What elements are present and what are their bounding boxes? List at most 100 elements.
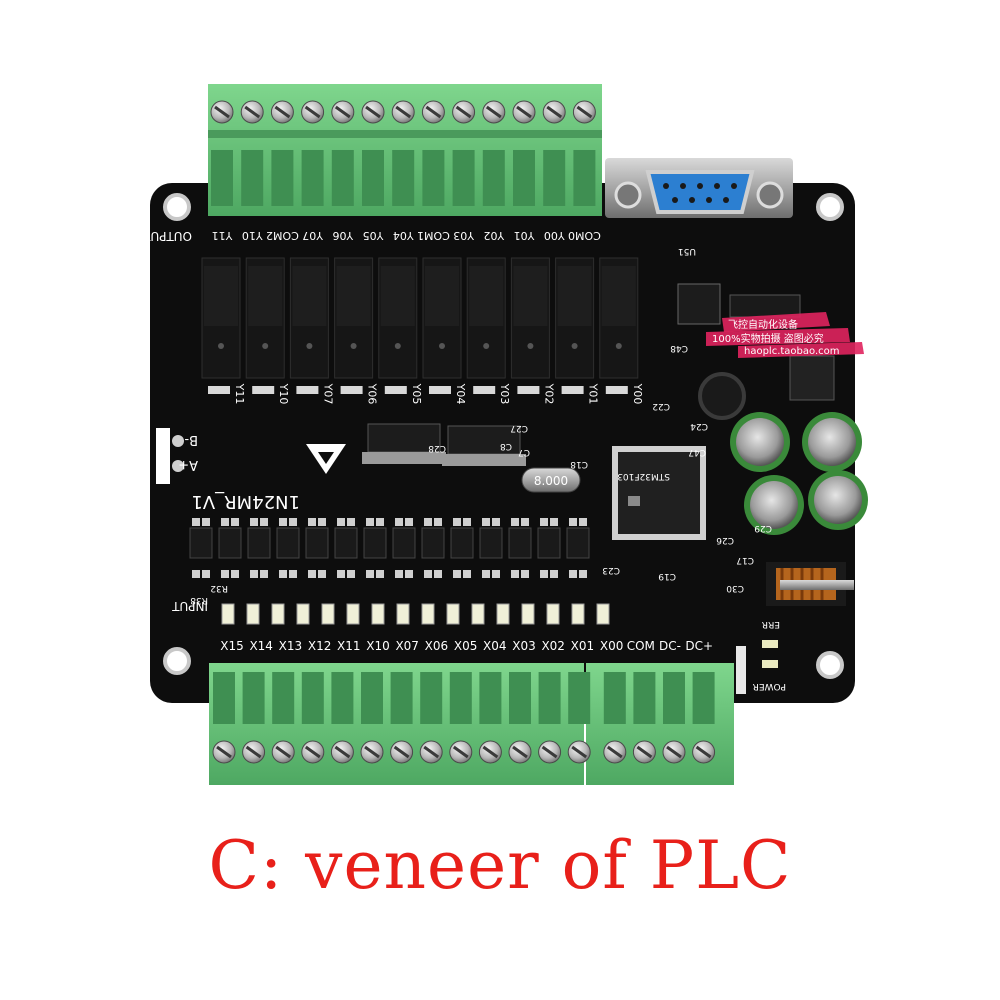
input-led <box>346 603 360 625</box>
battery-plus: A+ <box>178 457 198 472</box>
relay-label: Y01 <box>587 383 600 405</box>
terminal-slot <box>271 150 294 206</box>
terminal-slot <box>392 150 415 206</box>
terminal-slot <box>361 672 383 724</box>
electrolytic-capacitors <box>730 412 868 535</box>
input-led <box>496 603 510 625</box>
crystal-oscillator: 8.000 <box>521 467 581 493</box>
terminal-slot <box>568 672 591 724</box>
component-ref: C48 <box>670 343 688 353</box>
relay-label: Y07 <box>321 383 334 405</box>
svg-text:STM32F103: STM32F103 <box>617 471 670 481</box>
input-led <box>471 603 485 625</box>
relay-label: Y00 <box>631 383 644 405</box>
status-power: POWER <box>753 681 786 691</box>
optocoupler <box>566 527 590 559</box>
input-led <box>421 603 435 625</box>
output-terminal-label: Y06 <box>332 229 354 242</box>
component-ref: C19 <box>658 571 676 581</box>
input-led <box>271 603 285 625</box>
optocoupler <box>218 527 242 559</box>
input-terminal-label: X13 <box>279 639 303 653</box>
input-terminal-label: X14 <box>249 639 273 653</box>
terminal-slot <box>452 150 475 206</box>
optocoupler <box>537 527 561 559</box>
optocoupler <box>247 527 271 559</box>
input-terminal-label: X02 <box>541 639 565 653</box>
terminal-slot <box>420 672 443 724</box>
terminal-slot <box>213 672 235 724</box>
component-ref: C17 <box>736 555 754 565</box>
status-indicators: ERR POWER <box>736 619 786 694</box>
input-led <box>221 603 235 625</box>
optocoupler <box>334 527 358 559</box>
crystal-label: 8.000 <box>534 474 568 488</box>
component-refs: C28C27C8C7C18C19C23C22C24C47C48C17C30C29… <box>190 246 772 605</box>
component-ref: C26 <box>716 535 734 545</box>
optocoupler <box>421 527 445 559</box>
component-ref: U51 <box>678 246 696 256</box>
input-led <box>321 603 335 625</box>
component-ref: C27 <box>510 423 528 433</box>
relay-label: Y03 <box>498 383 511 405</box>
input-led <box>371 603 385 625</box>
component-ref: C30 <box>726 583 744 593</box>
output-terminal-label: COM0 <box>568 229 601 242</box>
terminal-slot <box>538 672 561 724</box>
input-terminal-label: X03 <box>512 639 536 653</box>
input-led <box>396 603 410 625</box>
terminal-slot <box>422 150 445 206</box>
input-terminal-label: X01 <box>571 639 595 653</box>
terminal-slot <box>301 150 324 206</box>
output-terminal-label: Y00 <box>544 229 566 242</box>
relay-label: Y06 <box>366 383 379 405</box>
input-terminal-label: X04 <box>483 639 507 653</box>
watermark-sticker: 飞控自动化设备 100%实物拍摄 盗图必究 haoplc.taobao.com <box>706 312 864 358</box>
output-terminal-label: COM1 <box>417 229 450 242</box>
input-terminal-label: X11 <box>337 639 361 653</box>
terminal-slot <box>301 672 324 724</box>
sticker-line-3: haoplc.taobao.com <box>744 346 840 357</box>
output-terminal-block <box>208 84 602 216</box>
component-ref: R32 <box>210 583 228 593</box>
input-terminal-block <box>209 663 734 785</box>
sticker-line-2: 100%实物拍摄 盗图必究 <box>712 332 824 345</box>
output-label: OUTPUT <box>142 229 192 243</box>
relay-label: Y11 <box>233 383 246 405</box>
common-mode-choke <box>766 562 854 606</box>
terminal-slot <box>513 150 535 206</box>
optocoupler <box>305 527 329 559</box>
terminal-slot <box>482 150 505 206</box>
mounting-holes <box>163 193 844 679</box>
optocoupler <box>189 527 213 559</box>
input-terminal-label: X15 <box>220 639 244 653</box>
component-ref: C24 <box>690 421 708 431</box>
input-led <box>521 603 535 625</box>
optocoupler <box>363 527 387 559</box>
microcontroller-chip: STM32F103 <box>612 446 706 540</box>
input-terminal-label: X10 <box>366 639 390 653</box>
output-terminal-label: Y01 <box>514 229 536 242</box>
input-terminal-label: X06 <box>425 639 449 653</box>
component-ref: R38 <box>190 595 208 605</box>
terminal-slot <box>390 672 413 724</box>
led-row <box>221 603 610 625</box>
terminal-slot <box>272 672 295 724</box>
terminal-slot <box>331 672 354 724</box>
input-led <box>571 603 585 625</box>
output-terminal-label: COM2 <box>266 229 299 242</box>
relay-label: Y10 <box>277 383 290 405</box>
terminal-slot <box>331 150 354 206</box>
input-led <box>246 603 260 625</box>
terminal-slot <box>573 150 596 206</box>
relay-row <box>201 257 639 379</box>
output-terminal-label: Y04 <box>393 229 415 242</box>
power-inductor <box>698 372 746 420</box>
input-label: INPUT <box>171 599 208 613</box>
input-led <box>446 603 460 625</box>
input-terminal-label: X07 <box>395 639 419 653</box>
optocoupler <box>276 527 300 559</box>
relay-label: Y04 <box>454 383 467 405</box>
component-ref: C8 <box>500 441 512 451</box>
